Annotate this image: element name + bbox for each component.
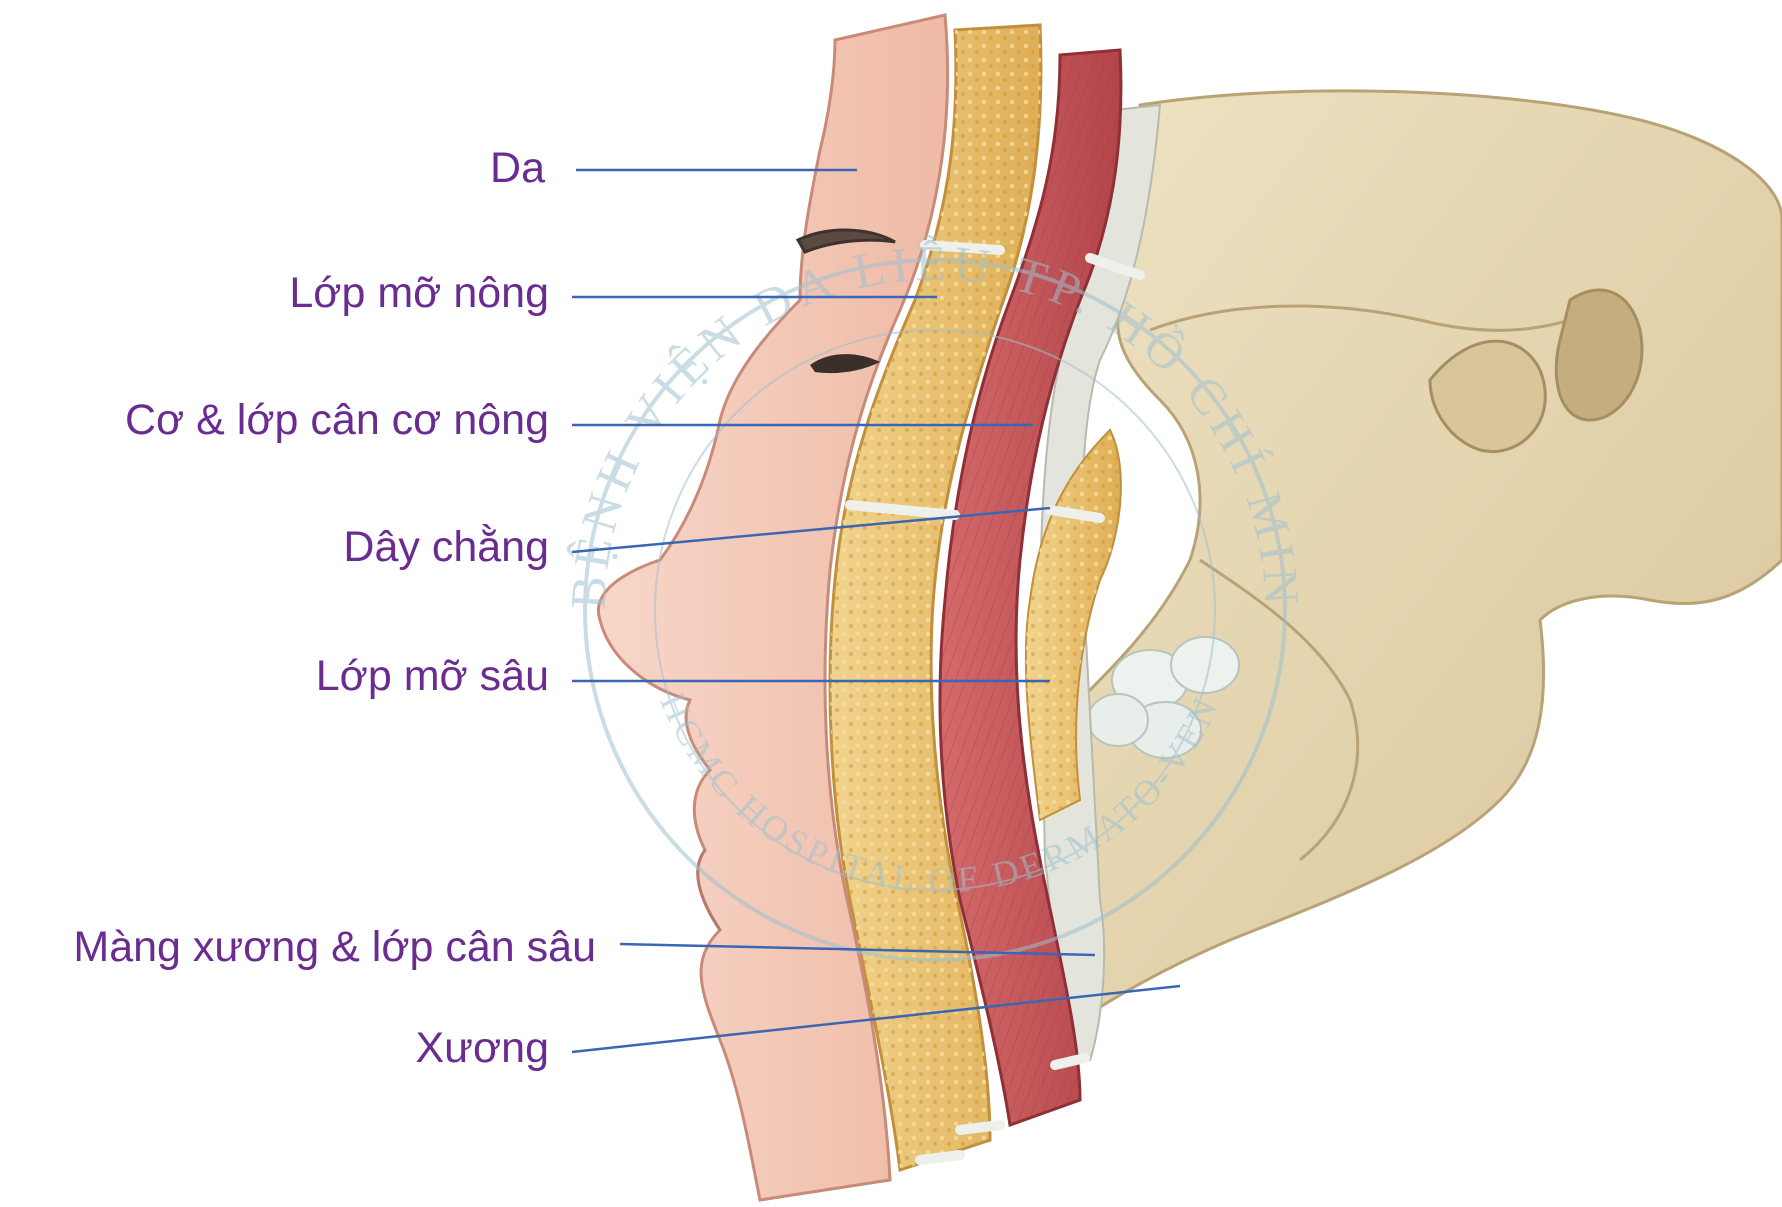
label-deep-fat: Lớp mỡ sâu bbox=[316, 651, 549, 701]
label-periosteum: Màng xương & lớp cân sâu bbox=[73, 922, 596, 972]
label-bone: Xương bbox=[416, 1023, 550, 1073]
label-superficial-fat: Lớp mỡ nông bbox=[289, 268, 549, 318]
skull-bone bbox=[1080, 91, 1782, 1020]
label-skin: Da bbox=[490, 143, 545, 193]
label-ligament: Dây chằng bbox=[343, 522, 549, 572]
label-smas: Cơ & lớp cân cơ nông bbox=[125, 395, 549, 445]
